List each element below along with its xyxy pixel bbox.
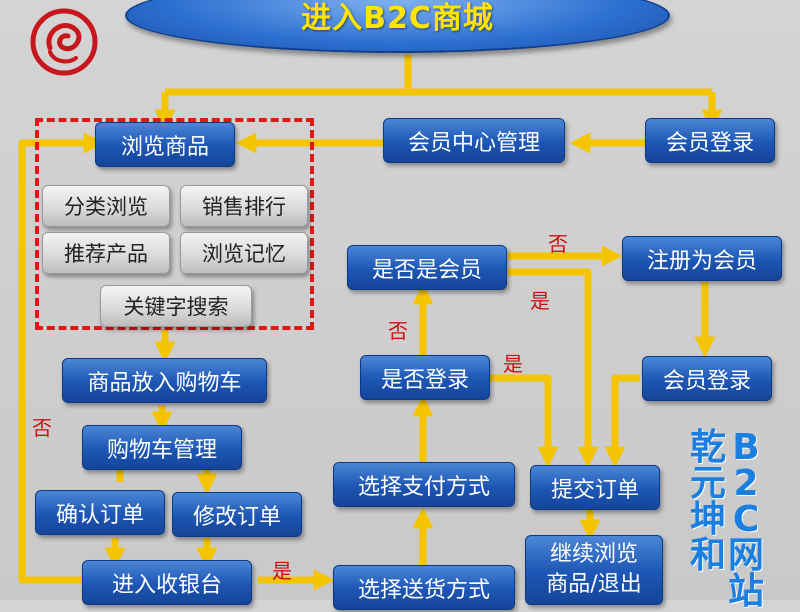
browse-options-group	[35, 118, 314, 330]
node-member-login-top: 会员登录	[645, 118, 775, 163]
label-no-register: 否	[548, 232, 568, 256]
connector-login-to-submit	[604, 374, 640, 468]
node-member-login-mid-label: 会员登录	[662, 368, 751, 394]
brand-column-name: 乾元坤和	[690, 430, 726, 610]
brand-char: B	[732, 427, 760, 468]
brand-char: 2	[733, 463, 759, 504]
node-continue-browse-line2: 商品/退出	[546, 572, 642, 597]
browse-option-category-label: 分类浏览	[64, 195, 148, 219]
node-submit-order: 提交订单	[530, 465, 660, 510]
label-yes-login: 是	[503, 352, 523, 376]
brand-char: 元	[690, 463, 727, 504]
node-member-login-mid: 会员登录	[642, 356, 772, 401]
connector-member-yes	[508, 268, 599, 468]
brand-char: 网	[728, 535, 765, 576]
label-yes-member: 是	[530, 289, 550, 313]
browse-option-keyword-search: 关键字搜索	[100, 285, 252, 327]
label-yes-checkout: 是	[272, 559, 292, 583]
browse-option-category: 分类浏览	[42, 185, 170, 227]
node-choose-payment-label: 选择支付方式	[357, 474, 490, 500]
node-add-to-cart: 商品放入购物车	[62, 358, 267, 403]
browse-option-history: 浏览记忆	[180, 232, 308, 274]
node-member-login-top-label: 会员登录	[665, 130, 754, 156]
node-browse: 浏览商品	[95, 122, 235, 167]
node-modify-order: 修改订单	[172, 492, 302, 537]
brand-char: 和	[690, 535, 727, 576]
node-register: 注册为会员	[622, 236, 782, 281]
enter-mall-banner: 进入B2C商城	[125, 0, 670, 53]
node-submit-order-label: 提交订单	[550, 477, 639, 503]
node-confirm-order: 确认订单	[35, 490, 165, 535]
browse-option-ranking: 销售排行	[180, 185, 308, 227]
brand-char: 坤	[690, 499, 727, 540]
browse-option-recommended: 推荐产品	[42, 232, 170, 274]
node-checkout: 进入收银台	[82, 560, 252, 605]
brand-char: 乾	[690, 427, 727, 468]
node-is-member-label: 是否是会员	[371, 257, 482, 283]
node-checkout-label: 进入收银台	[111, 572, 222, 598]
node-choose-payment: 选择支付方式	[333, 462, 515, 507]
brand-char: 站	[728, 571, 765, 612]
label-no-login: 否	[388, 319, 408, 343]
node-browse-label: 浏览商品	[120, 134, 209, 160]
browse-option-keyword-search-label: 关键字搜索	[123, 295, 229, 319]
node-continue-browse: 继续浏览 商品/退出	[525, 535, 663, 605]
connector-no-loop	[18, 132, 105, 584]
node-is-logged-in-label: 是否登录	[380, 367, 469, 393]
browse-option-ranking-label: 销售排行	[202, 195, 286, 219]
company-logo	[30, 8, 98, 76]
node-add-to-cart-label: 商品放入购物车	[87, 370, 242, 396]
node-confirm-order-label: 确认订单	[55, 502, 144, 528]
node-modify-order-label: 修改订单	[192, 504, 281, 530]
node-continue-browse-line1: 继续浏览	[549, 542, 638, 567]
node-choose-delivery: 选择送货方式	[333, 565, 515, 610]
connector-login-yes	[490, 374, 559, 468]
brand-char: C	[732, 499, 760, 540]
node-register-label: 注册为会员	[646, 248, 757, 274]
node-choose-delivery-label: 选择送货方式	[357, 577, 490, 603]
node-cart-manage: 购物车管理	[82, 425, 242, 470]
node-is-member: 是否是会员	[347, 245, 507, 290]
node-member-center: 会员中心管理	[383, 118, 565, 163]
connector-title-split	[165, 55, 712, 96]
page-title: 进入B2C商城	[301, 1, 494, 36]
node-cart-manage-label: 购物车管理	[106, 437, 217, 463]
browse-option-recommended-label: 推荐产品	[64, 242, 148, 266]
node-member-center-label: 会员中心管理	[407, 130, 540, 156]
browse-option-history-label: 浏览记忆	[202, 242, 286, 266]
node-is-logged-in: 是否登录	[360, 355, 490, 400]
label-no-left: 否	[32, 416, 52, 440]
connector-manage-split	[116, 470, 207, 482]
